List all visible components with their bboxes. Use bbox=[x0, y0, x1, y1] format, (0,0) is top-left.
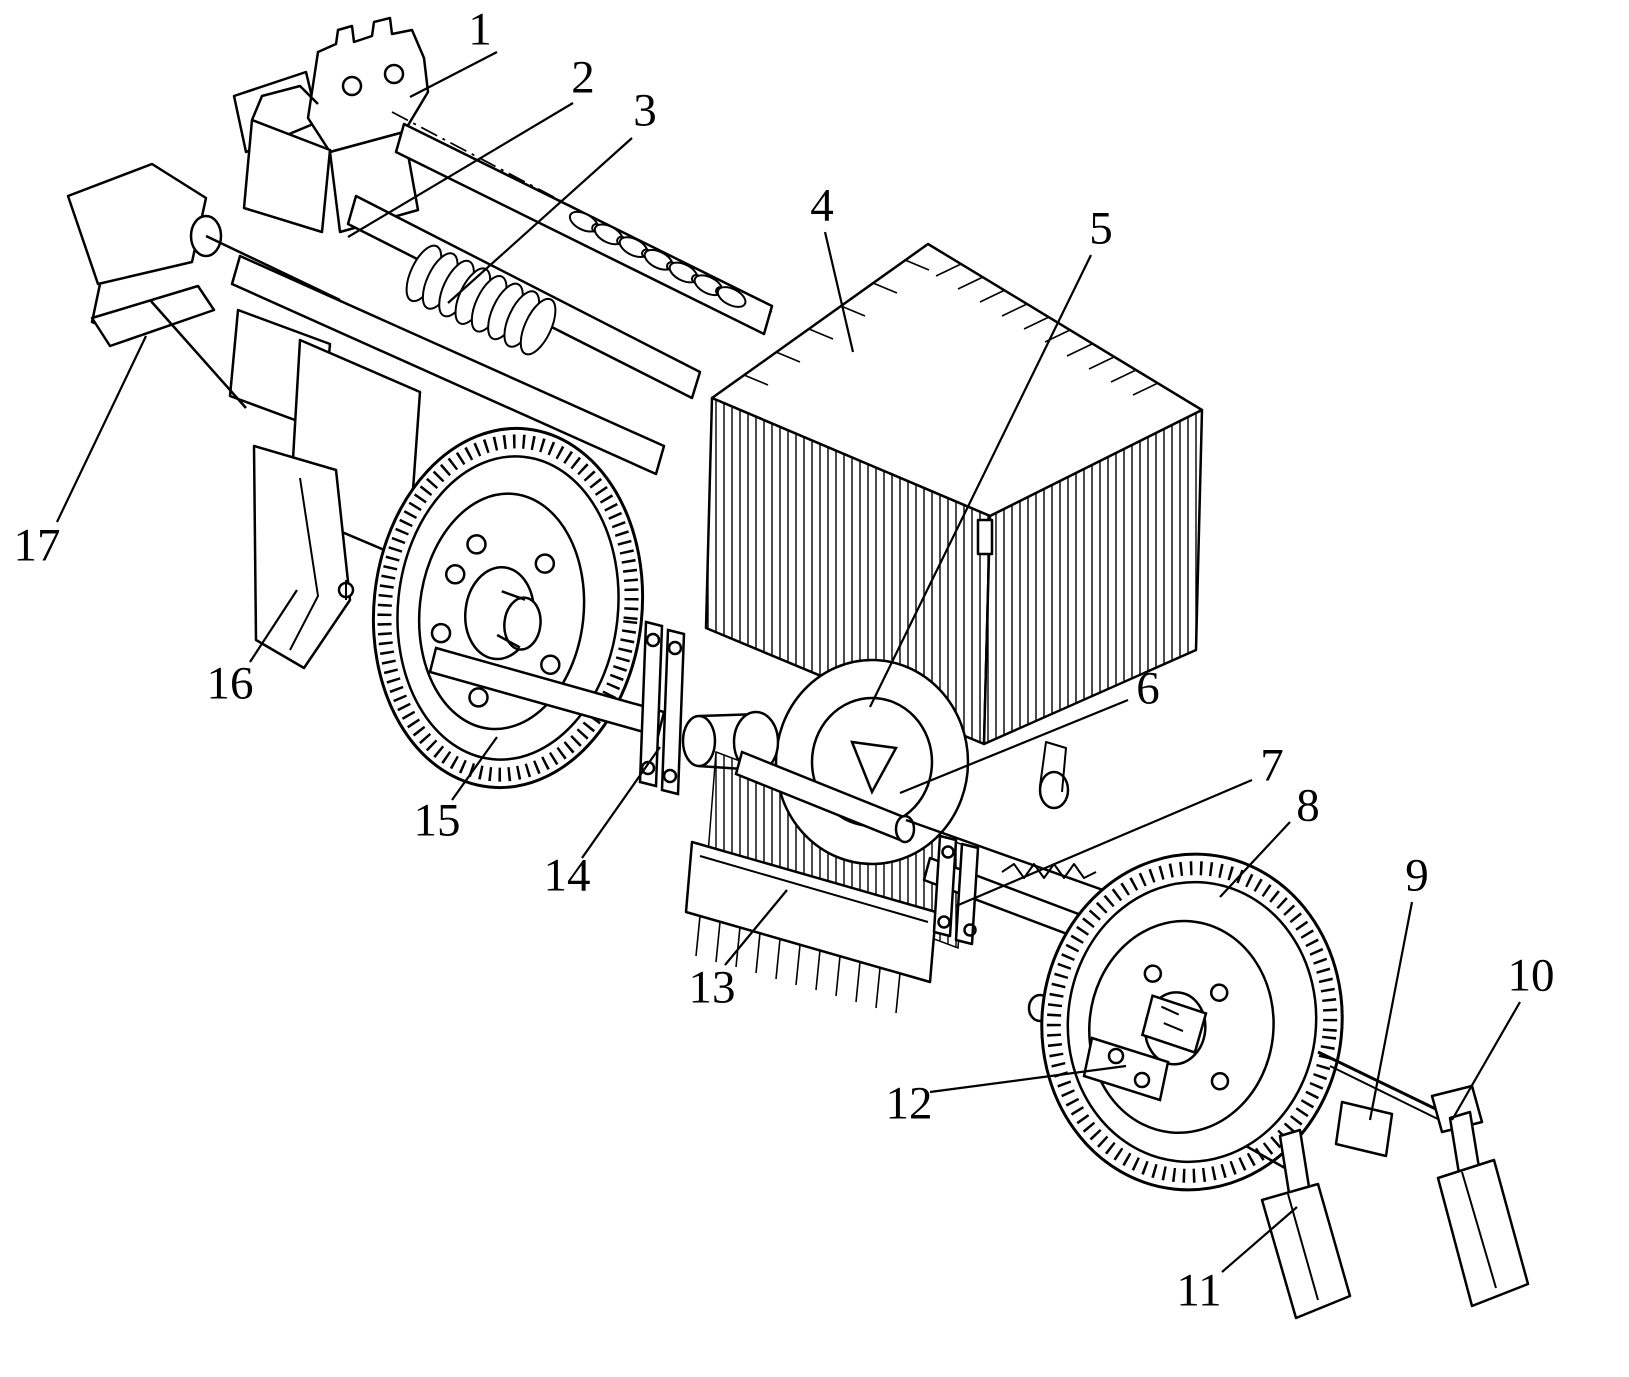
scraper bbox=[1334, 1100, 1394, 1158]
leader-2 bbox=[347, 102, 574, 238]
callout-7: 7 bbox=[1260, 739, 1284, 792]
tension-spring bbox=[1001, 863, 1097, 879]
callout-16: 16 bbox=[206, 657, 254, 710]
arm-adjuster-plate bbox=[1082, 1036, 1170, 1102]
leader-15 bbox=[451, 736, 498, 801]
leader-9 bbox=[1368, 901, 1414, 1121]
callout-9: 9 bbox=[1405, 849, 1429, 902]
press-wheel-rear bbox=[1040, 852, 1344, 1192]
leader-10 bbox=[1451, 1001, 1521, 1121]
callout-6: 6 bbox=[1136, 662, 1160, 715]
metering-window bbox=[850, 740, 898, 795]
hub-mechanism bbox=[1140, 994, 1208, 1055]
opener-blade bbox=[1260, 1182, 1352, 1320]
leader-11 bbox=[1221, 1206, 1298, 1273]
wheel-tread-hatching bbox=[377, 434, 639, 782]
seed-metering-unit bbox=[681, 658, 970, 866]
frame-step bbox=[684, 840, 938, 1014]
leader-16 bbox=[249, 589, 298, 663]
furrow-openers bbox=[1245, 1050, 1530, 1320]
leader-1 bbox=[409, 51, 498, 98]
side-shield bbox=[252, 444, 355, 670]
opener-blade bbox=[1436, 1158, 1530, 1308]
callout-3: 3 bbox=[633, 84, 657, 137]
callout-11: 11 bbox=[1176, 1264, 1222, 1317]
callout-14: 14 bbox=[543, 849, 591, 902]
callout-10: 10 bbox=[1507, 949, 1555, 1002]
callout-15: 15 bbox=[413, 794, 461, 847]
callout-1: 1 bbox=[468, 3, 492, 56]
compression-spring bbox=[405, 244, 557, 356]
leader-8 bbox=[1219, 821, 1291, 898]
hopper-latch bbox=[976, 518, 994, 556]
leader-17 bbox=[56, 335, 147, 523]
depth-lever bbox=[90, 284, 216, 348]
callout-5: 5 bbox=[1089, 202, 1113, 255]
callout-17: 17 bbox=[13, 519, 61, 572]
callout-4: 4 bbox=[810, 179, 834, 232]
wheel-tread-hatching bbox=[1046, 861, 1338, 1183]
rear-link bbox=[954, 842, 980, 946]
seed-hopper bbox=[704, 242, 1204, 746]
leader-12 bbox=[929, 1064, 1127, 1094]
step-skirt-hatching bbox=[695, 915, 901, 1014]
callout-8: 8 bbox=[1296, 779, 1320, 832]
leader-13 bbox=[724, 889, 788, 966]
leader-14 bbox=[581, 746, 661, 859]
leader-3 bbox=[447, 137, 633, 304]
hopper-side-face bbox=[982, 408, 1204, 746]
leader-7 bbox=[955, 778, 1253, 908]
callout-13: 13 bbox=[688, 961, 736, 1014]
callout-12: 12 bbox=[885, 1077, 933, 1130]
leader-5 bbox=[869, 254, 1092, 708]
rear-link bbox=[932, 834, 958, 938]
hopper-top-hatching bbox=[935, 263, 1159, 396]
leader-6 bbox=[899, 698, 1129, 795]
wheel-hub bbox=[503, 596, 542, 651]
leader-4 bbox=[823, 231, 855, 353]
parallel-linkage bbox=[638, 620, 686, 796]
callout-leader-lines bbox=[56, 51, 1521, 1273]
drive-chain bbox=[568, 210, 747, 308]
hitch-assembly bbox=[66, 16, 430, 432]
callout-2: 2 bbox=[571, 51, 595, 104]
